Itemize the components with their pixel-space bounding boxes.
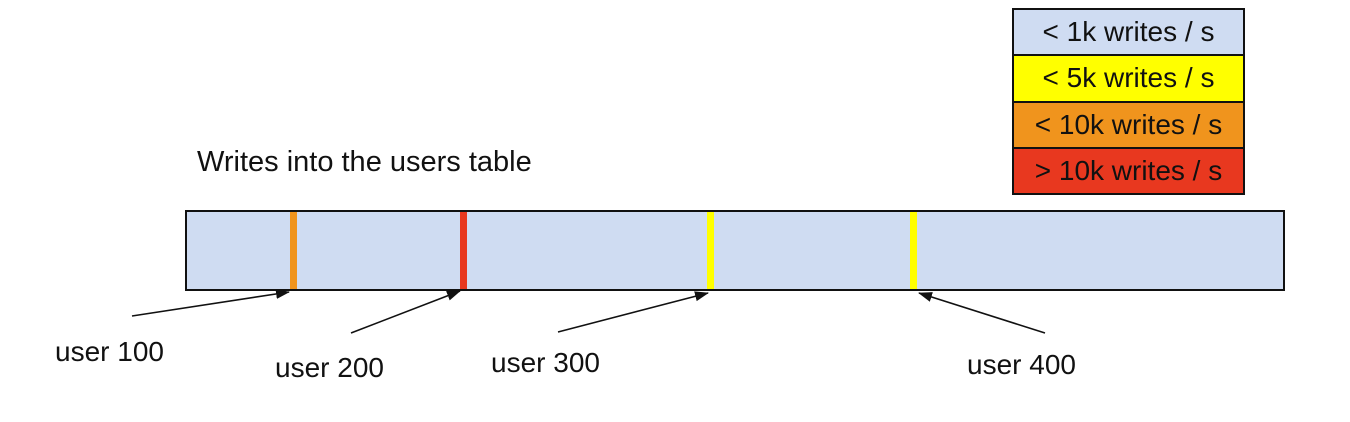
legend-item-label: < 10k writes / s [1034, 108, 1223, 140]
legend-item-label: < 1k writes / s [1042, 16, 1215, 48]
users-table-bar [185, 210, 1285, 291]
label-user-100: user 100 [55, 336, 164, 367]
legend-item-gt-10k: > 10k writes / s [1014, 148, 1243, 193]
arrow-user-200 [350, 290, 461, 334]
legend-item-lt-1k: < 1k writes / s [1014, 10, 1243, 57]
legend: < 1k writes / s < 5k writes / s < 10k wr… [1012, 8, 1245, 195]
stripe-user-300 [707, 212, 714, 289]
legend-item-label: > 10k writes / s [1034, 154, 1223, 186]
stripe-user-100 [290, 212, 297, 289]
arrow-user-400 [918, 292, 1046, 334]
legend-item-lt-10k: < 10k writes / s [1014, 102, 1243, 149]
legend-item-label: < 5k writes / s [1042, 62, 1215, 94]
label-user-400: user 400 [967, 349, 1076, 380]
stripe-user-200 [460, 212, 467, 289]
arrow-user-300 [557, 291, 709, 333]
label-user-200: user 200 [275, 352, 384, 383]
label-user-300: user 300 [491, 347, 600, 378]
arrow-user-100 [131, 289, 290, 317]
diagram-title: Writes into the users table [197, 146, 532, 178]
legend-item-lt-5k: < 5k writes / s [1014, 56, 1243, 103]
stripe-user-400 [910, 212, 917, 289]
